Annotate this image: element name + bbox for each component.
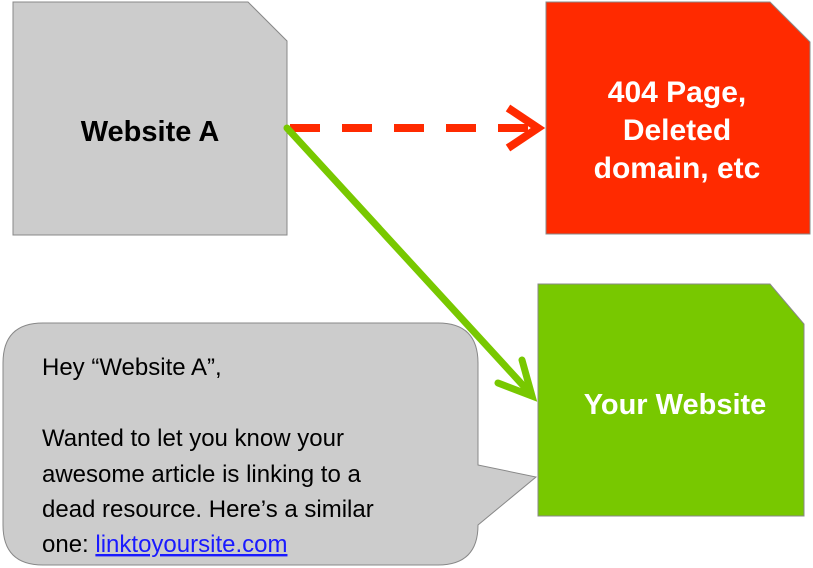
speech-bubble xyxy=(2,322,538,566)
website-a-box xyxy=(12,1,288,236)
message-line-2: awesome article is linking to a xyxy=(42,461,361,488)
replacement-link[interactable]: linktoyoursite.com xyxy=(95,531,287,558)
your-website-label: Your Website xyxy=(584,389,767,421)
website-a-label: Website A xyxy=(81,116,220,148)
dead-page-box xyxy=(545,1,811,235)
replacement-link-arrow xyxy=(283,124,538,402)
dead-page-line-3: domain, etc xyxy=(594,152,761,185)
dead-page-line-1: 404 Page, xyxy=(608,76,746,109)
message-greeting: Hey “Website A”, xyxy=(42,354,222,381)
broken-link-arrow xyxy=(290,104,546,152)
message-line-1: Wanted to let you know your xyxy=(42,425,344,452)
message-line-4: one: linktoyoursite.com xyxy=(42,531,287,558)
message-prefix: one: xyxy=(42,531,95,558)
message-line-3: dead resource. Here’s a similar xyxy=(42,496,374,523)
dead-page-line-2: Deleted xyxy=(623,114,731,147)
your-website-box xyxy=(537,283,805,517)
